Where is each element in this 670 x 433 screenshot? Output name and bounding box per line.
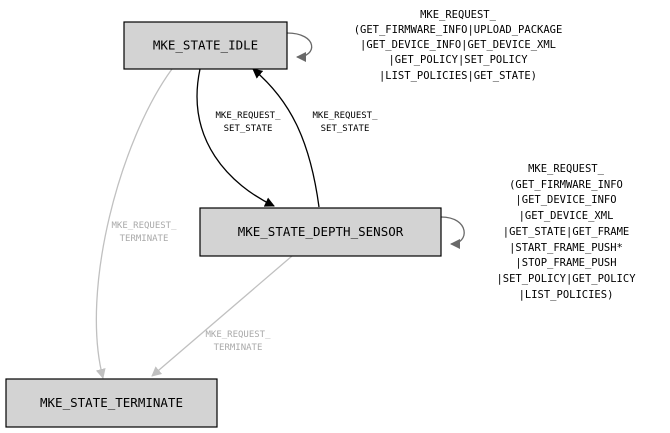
label-line: MKE_REQUEST_ xyxy=(312,111,378,121)
label-line: |LIST_POLICIES|GET_STATE) xyxy=(379,70,537,82)
label-line: |SET_POLICY|GET_POLICY xyxy=(496,273,636,285)
label-idle-to-depth: MKE_REQUEST_ SET_STATE xyxy=(215,111,281,134)
edge-idle-self-loop xyxy=(286,32,313,62)
label-depth-to-terminate: MKE_REQUEST_ TERMINATE xyxy=(205,330,271,353)
label-line: (GET_FIRMWARE_INFO xyxy=(509,179,623,191)
edge-idle-to-terminate xyxy=(95,68,173,379)
label-line: SET_STATE xyxy=(321,124,370,134)
label-idle-to-terminate: MKE_REQUEST_ TERMINATE xyxy=(111,221,177,244)
label-line: TERMINATE xyxy=(214,343,263,353)
node-terminate-label: MKE_STATE_TERMINATE xyxy=(40,395,183,410)
edge-depth-to-idle xyxy=(252,68,320,208)
label-line: |LIST_POLICIES) xyxy=(519,289,614,301)
label-depth-to-idle: MKE_REQUEST_ SET_STATE xyxy=(312,111,378,134)
label-line: MKE_REQUEST_ xyxy=(111,221,177,231)
edge-idle-to-depth xyxy=(196,68,275,207)
node-idle-label: MKE_STATE_IDLE xyxy=(153,38,258,53)
label-line: |GET_DEVICE_XML xyxy=(519,210,614,222)
label-line: MKE_REQUEST_ xyxy=(215,111,281,121)
label-line: MKE_REQUEST_ xyxy=(528,163,605,175)
label-line: TERMINATE xyxy=(120,234,169,244)
label-depth-self-loop: MKE_REQUEST_ (GET_FIRMWARE_INFO |GET_DEV… xyxy=(496,163,636,301)
label-line: MKE_REQUEST_ xyxy=(205,330,271,340)
edge-depth-self-loop xyxy=(440,216,465,249)
label-line: SET_STATE xyxy=(224,124,273,134)
label-line: |GET_DEVICE_INFO|GET_DEVICE_XML xyxy=(360,39,556,51)
label-line: |GET_POLICY|SET_POLICY xyxy=(388,54,528,66)
edge-depth-to-terminate xyxy=(151,255,293,377)
label-idle-self-loop: MKE_REQUEST_ (GET_FIRMWARE_INFO|UPLOAD_P… xyxy=(354,9,563,82)
label-line: |GET_DEVICE_INFO xyxy=(515,194,616,206)
label-line: MKE_REQUEST_ xyxy=(420,9,497,21)
label-line: |STOP_FRAME_PUSH xyxy=(515,257,616,269)
label-line: |START_FRAME_PUSH* xyxy=(509,242,623,254)
node-depth-sensor-label: MKE_STATE_DEPTH_SENSOR xyxy=(238,224,404,239)
node-depth-sensor: MKE_STATE_DEPTH_SENSOR xyxy=(199,207,442,257)
label-line: (GET_FIRMWARE_INFO|UPLOAD_PACKAGE xyxy=(354,24,563,36)
label-line: |GET_STATE|GET_FRAME xyxy=(503,226,629,238)
node-terminate: MKE_STATE_TERMINATE xyxy=(5,378,218,428)
node-idle: MKE_STATE_IDLE xyxy=(123,21,288,70)
